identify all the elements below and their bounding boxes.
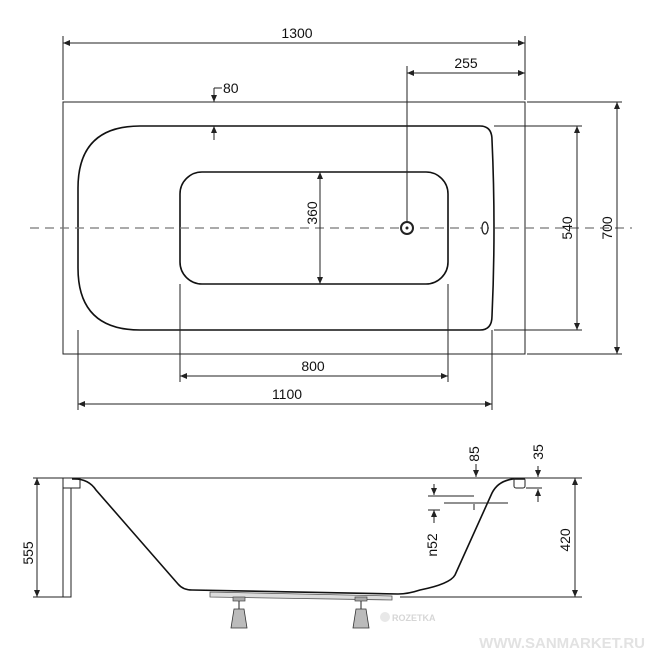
apron-panel [62,487,72,598]
dim-inner-bottom-length: 800 [301,358,325,374]
dim-tub-depth: 420 [557,528,573,552]
rozetka-logo-icon [380,612,390,622]
tub-profile [71,478,525,595]
dim-rim-thickness: 35 [530,444,546,460]
right-rim [513,477,526,489]
dim-inner-width: 540 [559,216,575,240]
watermark-sanmarket: WWW.SANMARKET.RU [479,635,645,652]
dim-overall-width: 700 [599,216,615,240]
dim-rim-width: 80 [223,80,239,96]
top-view: 1300 255 80 360 540 700 800 1100 [30,25,632,410]
dim-overflow-diameter: n52 [424,533,440,557]
dim-inner-bottom-width: 360 [304,201,320,225]
dim-drain-offset: 255 [454,55,478,71]
tub-basin-outline [77,125,495,331]
support-frame [209,591,393,601]
tub-leg [230,596,248,629]
dim-inner-length: 1100 [272,386,302,402]
watermark-rozetka: ROZETKA [392,613,436,623]
dim-overall-length: 1300 [281,25,312,41]
overflow-icon [481,221,489,235]
side-view: 555 420 85 35 n52 [20,444,582,629]
tub-leg [352,596,370,629]
dim-total-height: 555 [20,541,36,565]
dim-overflow-offset: 85 [466,446,482,462]
